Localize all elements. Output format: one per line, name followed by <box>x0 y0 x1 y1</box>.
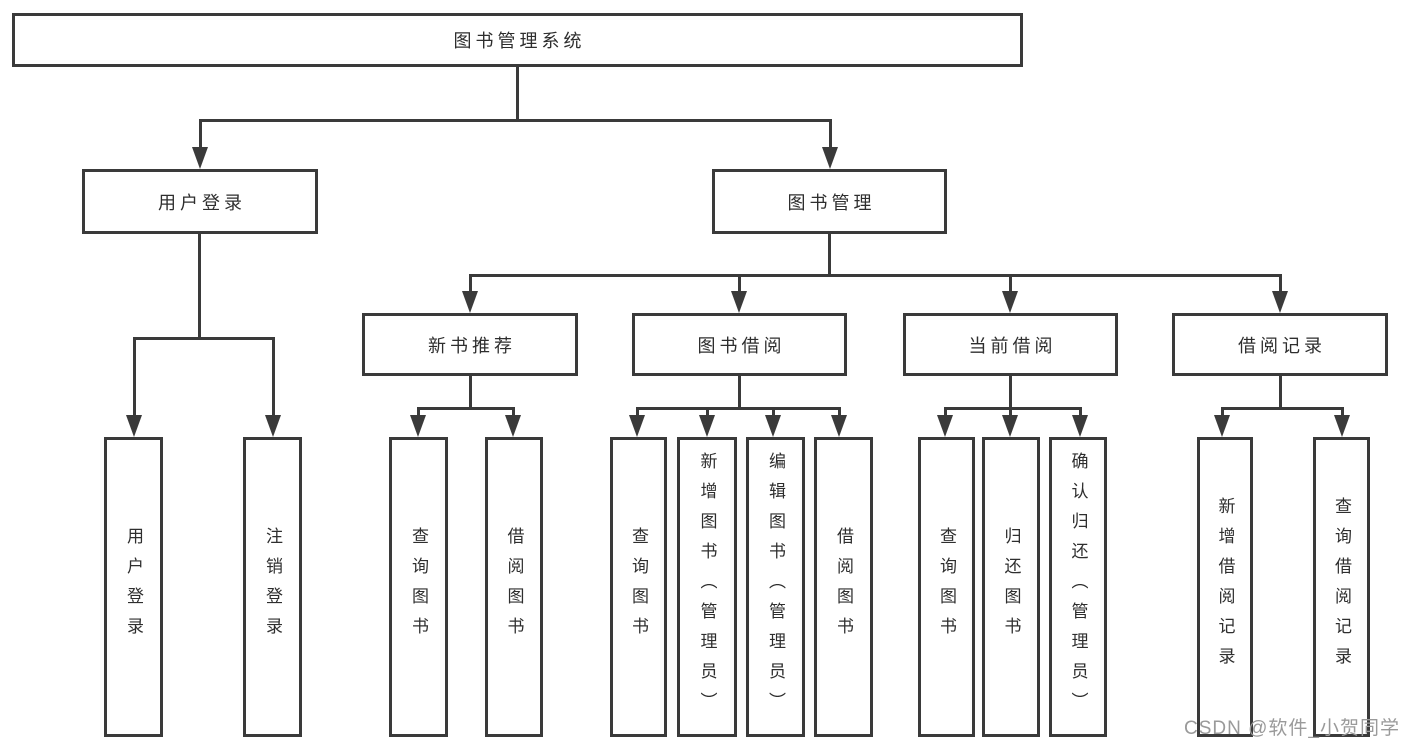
connector-line <box>1079 407 1082 417</box>
connector-line <box>1009 407 1012 417</box>
connector-line <box>417 407 420 417</box>
connector-line <box>828 234 831 274</box>
connector-line <box>1341 407 1344 417</box>
connector-line <box>1279 274 1282 293</box>
leaf-borrow-book: 借阅图书 <box>814 437 873 737</box>
leaf-query-book-current-label: 查询图书 <box>937 527 956 647</box>
leaf-return-book-label: 归还图书 <box>1001 527 1021 647</box>
arrow-down-icon <box>937 415 953 437</box>
leaf-confirm-return-admin: 确认归还（管理员） <box>1049 437 1107 737</box>
leaf-logout-label: 注销登录 <box>263 527 282 647</box>
leaf-query-book-recommend-label: 查询图书 <box>409 527 428 647</box>
connector-line <box>469 274 1282 277</box>
connector-line <box>133 337 136 417</box>
arrow-down-icon <box>505 415 521 437</box>
arrow-down-icon <box>1214 415 1230 437</box>
arrow-down-icon <box>1002 415 1018 437</box>
node-book-management: 图书管理 <box>712 169 947 234</box>
node-book-management-label: 图书管理 <box>787 192 876 213</box>
connector-line <box>944 407 947 417</box>
connector-line <box>516 65 519 119</box>
leaf-add-book-admin: 新增图书（管理员） <box>677 437 737 737</box>
node-book-borrowing: 图书借阅 <box>632 313 847 376</box>
arrow-down-icon <box>765 415 781 437</box>
leaf-add-book-admin-label: 新增图书（管理员） <box>697 452 717 722</box>
leaf-edit-book-admin-label: 编辑图书（管理员） <box>766 452 785 722</box>
node-root: 图书管理系统 <box>12 13 1023 67</box>
arrow-down-icon <box>699 415 715 437</box>
connector-line <box>738 274 741 293</box>
connector-line <box>1279 376 1282 410</box>
connector-line <box>1221 407 1343 410</box>
arrow-down-icon <box>1272 291 1288 313</box>
node-root-label: 图书管理系统 <box>453 31 586 51</box>
leaf-query-book-borrowing: 查询图书 <box>610 437 667 737</box>
leaf-query-borrow-record-label: 查询借阅记录 <box>1332 497 1351 677</box>
connector-line <box>199 119 202 149</box>
leaf-query-book-borrowing-label: 查询图书 <box>629 527 648 647</box>
connector-line <box>1009 376 1012 410</box>
connector-line <box>272 337 275 417</box>
connector-line <box>469 274 472 293</box>
leaf-return-book: 归还图书 <box>982 437 1040 737</box>
node-borrow-records: 借阅记录 <box>1172 313 1388 376</box>
connector-line <box>512 407 515 417</box>
arrow-down-icon <box>629 415 645 437</box>
connector-line <box>636 407 840 410</box>
arrow-down-icon <box>410 415 426 437</box>
leaf-query-book-current: 查询图书 <box>918 437 975 737</box>
node-current-borrowing-label: 当前借阅 <box>968 335 1057 356</box>
arrow-down-icon <box>1072 415 1088 437</box>
node-new-book-recommend-label: 新书推荐 <box>428 335 516 356</box>
connector-line <box>198 234 201 337</box>
connector-line <box>417 407 515 410</box>
connector-line <box>1221 407 1224 417</box>
connector-line <box>738 376 741 410</box>
leaf-query-book-recommend: 查询图书 <box>389 437 448 737</box>
node-user-login-label: 用户登录 <box>158 192 246 213</box>
arrow-down-icon <box>192 147 208 169</box>
leaf-query-borrow-record: 查询借阅记录 <box>1313 437 1370 737</box>
node-current-borrowing: 当前借阅 <box>903 313 1118 376</box>
arrow-down-icon <box>822 147 838 169</box>
connector-line <box>838 407 841 417</box>
leaf-edit-book-admin: 编辑图书（管理员） <box>746 437 805 737</box>
leaf-confirm-return-admin-label: 确认归还（管理员） <box>1068 452 1088 722</box>
arrow-down-icon <box>265 415 281 437</box>
connector-line <box>469 376 472 410</box>
csdn-watermark: CSDN @软件_小贺同学 <box>1184 718 1400 739</box>
node-book-borrowing-label: 图书借阅 <box>697 335 786 356</box>
leaf-borrow-book-recommend-label: 借阅图书 <box>504 527 524 647</box>
node-borrow-records-label: 借阅记录 <box>1238 335 1326 356</box>
connector-line <box>772 407 775 417</box>
arrow-down-icon <box>831 415 847 437</box>
arrow-down-icon <box>1002 291 1018 313</box>
arrow-down-icon <box>731 291 747 313</box>
connector-line <box>133 337 275 340</box>
node-new-book-recommend: 新书推荐 <box>362 313 578 376</box>
leaf-user-login: 用户登录 <box>104 437 163 737</box>
leaf-borrow-book-recommend: 借阅图书 <box>485 437 543 737</box>
leaf-add-borrow-record-label: 新增借阅记录 <box>1215 497 1235 677</box>
connector-line <box>706 407 709 417</box>
arrow-down-icon <box>126 415 142 437</box>
leaf-borrow-book-label: 借阅图书 <box>834 527 853 647</box>
leaf-logout: 注销登录 <box>243 437 302 737</box>
connector-line <box>199 119 832 122</box>
leaf-user-login-label: 用户登录 <box>124 527 143 647</box>
arrow-down-icon <box>1334 415 1350 437</box>
arrow-down-icon <box>462 291 478 313</box>
node-user-login: 用户登录 <box>82 169 318 234</box>
connector-line <box>1009 274 1012 293</box>
connector-line <box>944 407 1082 410</box>
connector-line <box>829 119 832 149</box>
connector-line <box>636 407 639 417</box>
leaf-add-borrow-record: 新增借阅记录 <box>1197 437 1253 737</box>
